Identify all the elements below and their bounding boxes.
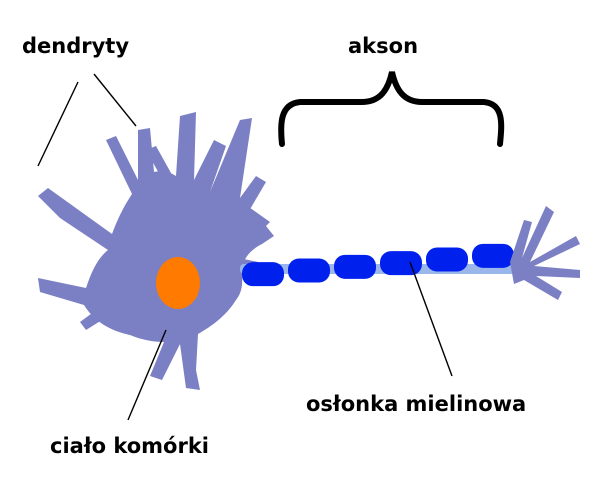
myelin-segment <box>472 243 514 268</box>
dendrites-pointer-line <box>37 81 79 167</box>
myelin-segment <box>288 258 330 283</box>
dendrites-pointer-line <box>93 73 137 127</box>
nucleus <box>156 257 200 309</box>
dendrite-branch <box>214 188 270 230</box>
cell-body <box>38 112 274 390</box>
myelin-pointer-line <box>409 261 453 377</box>
axon-terminal <box>510 206 580 300</box>
myelin-sheath <box>242 243 514 287</box>
myelin-segment <box>242 262 284 287</box>
dendrite-branch <box>146 146 176 186</box>
myelin-segment <box>426 247 468 272</box>
myelin-segment <box>380 251 422 276</box>
cell-body-label: ciało komórki <box>50 434 210 458</box>
neuron-cell <box>38 112 274 390</box>
axon-label: akson <box>348 34 419 58</box>
myelin-segment <box>334 254 376 279</box>
cell-body-pointer-line <box>127 329 167 421</box>
axon-brace <box>278 71 505 147</box>
dendrites-label: dendryty <box>22 34 130 58</box>
dendrite-branch <box>80 300 118 330</box>
myelin-sheath-label: osłonka mielinowa <box>306 392 527 416</box>
